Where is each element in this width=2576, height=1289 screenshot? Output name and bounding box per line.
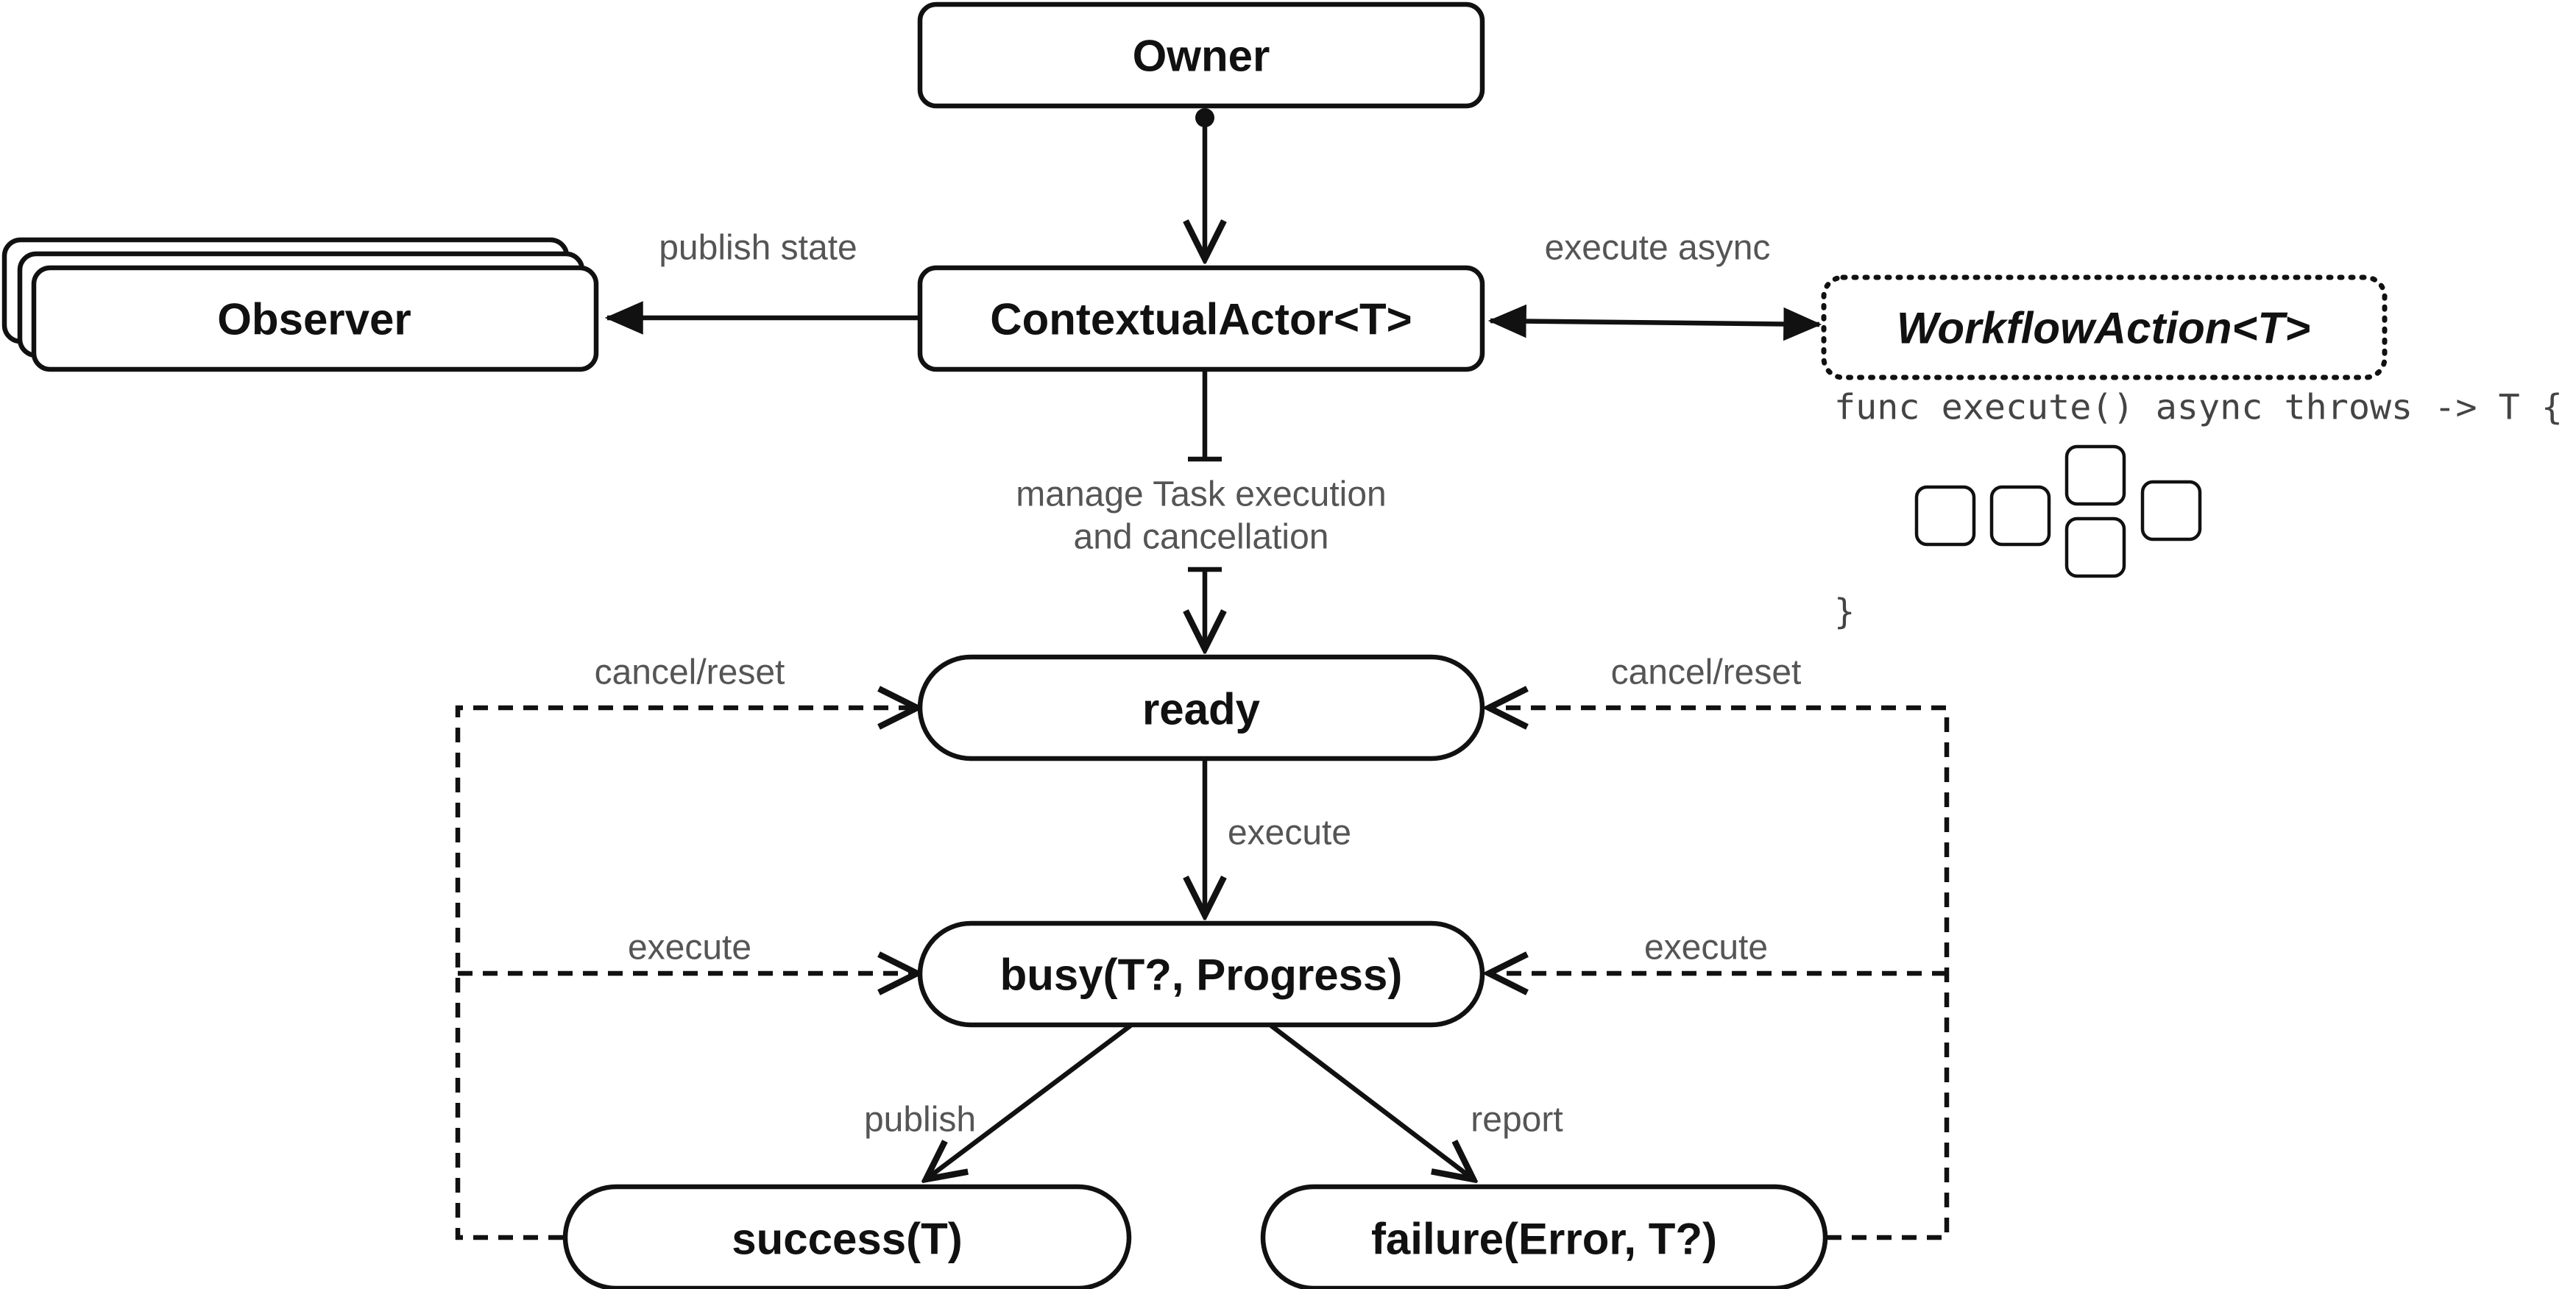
ready-state: ready	[917, 654, 1485, 761]
observer-label: Observer	[217, 295, 411, 344]
contextual-actor-node: ContextualActor<T>	[917, 265, 1485, 372]
edge-actor-to-ready	[1188, 370, 1222, 649]
owner-label: Owner	[1133, 32, 1270, 81]
contextual-actor-label: ContextualActor<T>	[990, 295, 1412, 344]
observer-node-stack: Observer	[1, 237, 599, 372]
workflow-action-label: WorkflowAction<T>	[1897, 304, 2310, 353]
publish-label: publish	[864, 1101, 976, 1140]
report-label: report	[1471, 1101, 1563, 1140]
execute-right-label: execute	[1644, 928, 1768, 967]
edge-actor-to-workflow	[1487, 304, 1822, 341]
edge-busy-to-failure	[1270, 1023, 1473, 1179]
edge-owner-to-actor	[1195, 108, 1214, 259]
success-label: success(T)	[732, 1215, 962, 1264]
execute-left-label: execute	[628, 928, 751, 967]
manage-task-label-line2: and cancellation	[1074, 518, 1329, 557]
publish-state-label: publish state	[659, 229, 857, 268]
edge-failure-feedback	[1489, 708, 1950, 1240]
execute-async-label: execute async	[1545, 229, 1771, 268]
cancel-reset-right-label: cancel/reset	[1611, 653, 1802, 692]
cancel-reset-left-label: cancel/reset	[595, 653, 785, 692]
busy-label: busy(T?, Progress)	[1000, 951, 1403, 1000]
workflow-action-node: WorkflowAction<T>	[1821, 274, 2388, 380]
edge-busy-to-success	[926, 1023, 1132, 1179]
edge-success-feedback	[455, 708, 917, 1240]
failure-state: failure(Error, T?)	[1260, 1184, 1828, 1289]
code-blocks-icon	[1914, 444, 2202, 578]
ready-label: ready	[1142, 685, 1261, 734]
execute-center-label: execute	[1228, 814, 1351, 853]
code-closing-brace: }	[1834, 592, 1855, 633]
manage-task-label-line1: manage Task execution	[1016, 475, 1386, 514]
owner-node: Owner	[917, 1, 1485, 109]
busy-state: busy(T?, Progress)	[917, 920, 1485, 1028]
success-state: success(T)	[562, 1184, 1132, 1289]
failure-label: failure(Error, T?)	[1371, 1215, 1717, 1264]
code-signature: func execute() async throws -> T {	[1834, 388, 2563, 428]
